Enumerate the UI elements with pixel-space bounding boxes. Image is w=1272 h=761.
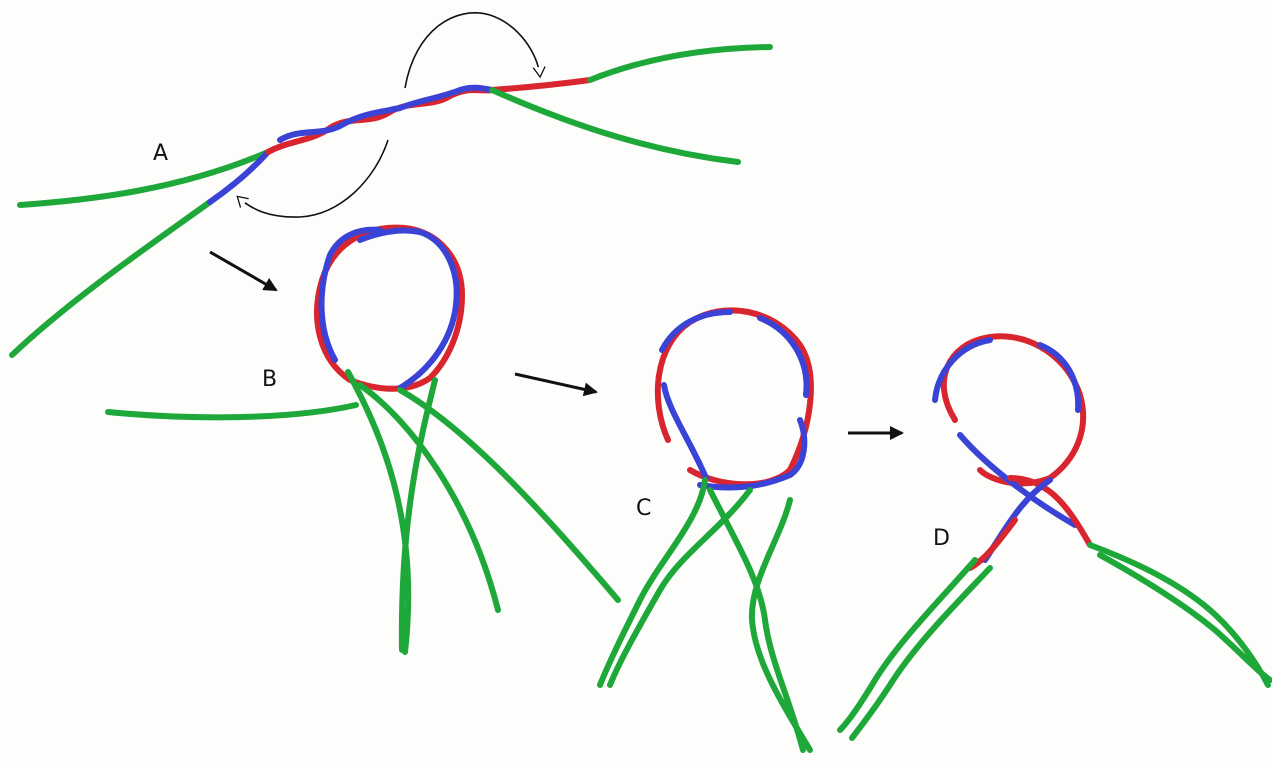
rotate-arrow-bottom <box>238 140 388 217</box>
strand-a-left-lower <box>12 202 210 355</box>
stage-c: C <box>600 310 811 750</box>
strand-a-red-right <box>492 80 590 90</box>
strand-a-right-upper <box>590 47 770 80</box>
strand-b-tail-3 <box>360 385 498 610</box>
strand-a-red-twist <box>268 90 492 152</box>
stage-b: B <box>108 228 618 652</box>
strand-d-tail-left-b <box>852 568 990 738</box>
label-b: B <box>262 367 277 392</box>
strand-a-right-lower <box>492 90 738 162</box>
strand-c-tail-right-b <box>752 500 810 750</box>
step-arrow-a-b <box>210 252 276 290</box>
rotate-arrow-top <box>405 13 540 88</box>
label-a: A <box>153 141 168 166</box>
strand-a-blue-lower <box>210 152 268 202</box>
strand-b-red-loop <box>317 228 462 389</box>
strand-c-tail-left-a <box>600 480 705 685</box>
strand-b-tail-4 <box>400 390 618 600</box>
stage-d: D <box>840 336 1270 738</box>
strand-a-left-upper <box>20 152 268 205</box>
strand-d-tail-right-b <box>1100 555 1270 680</box>
step-arrow-b-c <box>515 374 596 392</box>
strand-b-tail-left <box>108 405 356 417</box>
strand-d-tail-left-a <box>840 560 975 730</box>
label-c: C <box>636 496 651 521</box>
strand-c-blue-loop <box>662 312 807 488</box>
label-d: D <box>933 526 950 551</box>
strand-c-tail-left-b <box>610 490 750 685</box>
stage-a: A <box>12 13 770 355</box>
strand-b-blue-loop <box>322 230 457 388</box>
